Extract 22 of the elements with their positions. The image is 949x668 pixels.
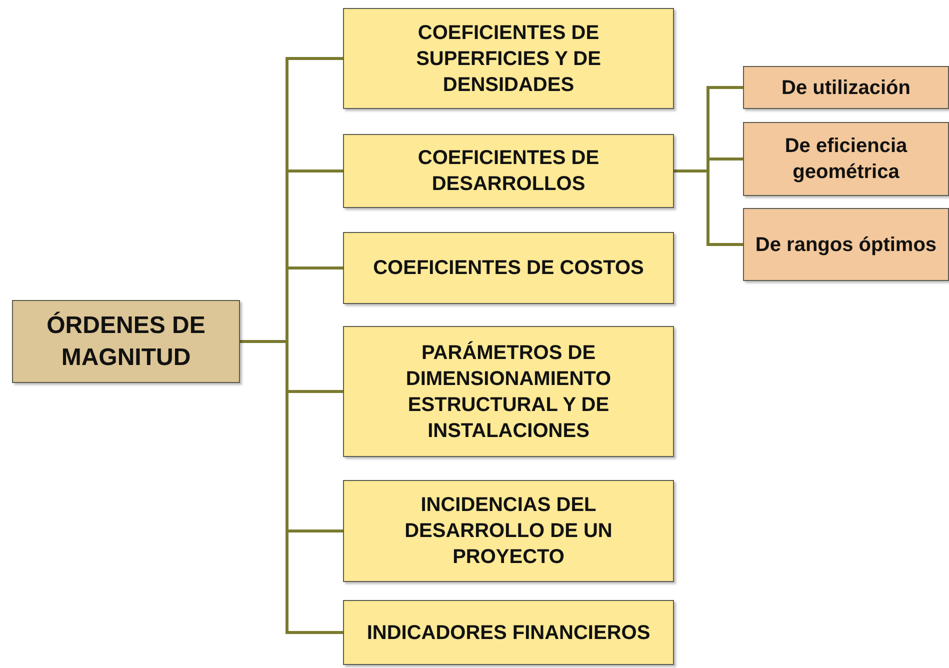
box-label: INDICADORES FINANCIEROS bbox=[366, 620, 650, 646]
box-label: ÓRDENES DE MAGNITUD bbox=[46, 310, 206, 372]
box-label: COEFICIENTES DE DESARROLLOS bbox=[416, 146, 600, 197]
connector-line bbox=[674, 170, 743, 246]
box-label: INCIDENCIAS DEL DESARROLLO DE UN PROYECTO bbox=[404, 493, 614, 570]
box-label: PARÁMETROS DE DIMENSIONAMIENTO ESTRUCTURAL Y DE INSTALACIONES bbox=[404, 340, 612, 444]
topic-box bbox=[12, 300, 240, 383]
box-label: De rangos óptimos bbox=[755, 232, 937, 258]
connector-line bbox=[240, 340, 343, 634]
topic-box bbox=[343, 8, 674, 109]
box-label: De eficiencia geométrica bbox=[784, 134, 908, 185]
topic-box bbox=[343, 480, 674, 582]
topic-box bbox=[743, 122, 949, 196]
topic-box bbox=[343, 326, 674, 457]
topic-box bbox=[743, 208, 949, 281]
topic-box bbox=[343, 134, 674, 208]
topic-box bbox=[343, 600, 674, 665]
topic-box bbox=[743, 66, 949, 109]
box-label: COEFICIENTES DE COSTOS bbox=[373, 256, 644, 281]
topic-box bbox=[343, 232, 674, 304]
box-label: COEFICIENTES DE SUPERFICIES Y DE DENSIDADES bbox=[415, 20, 602, 98]
box-label: De utilización bbox=[782, 76, 910, 100]
